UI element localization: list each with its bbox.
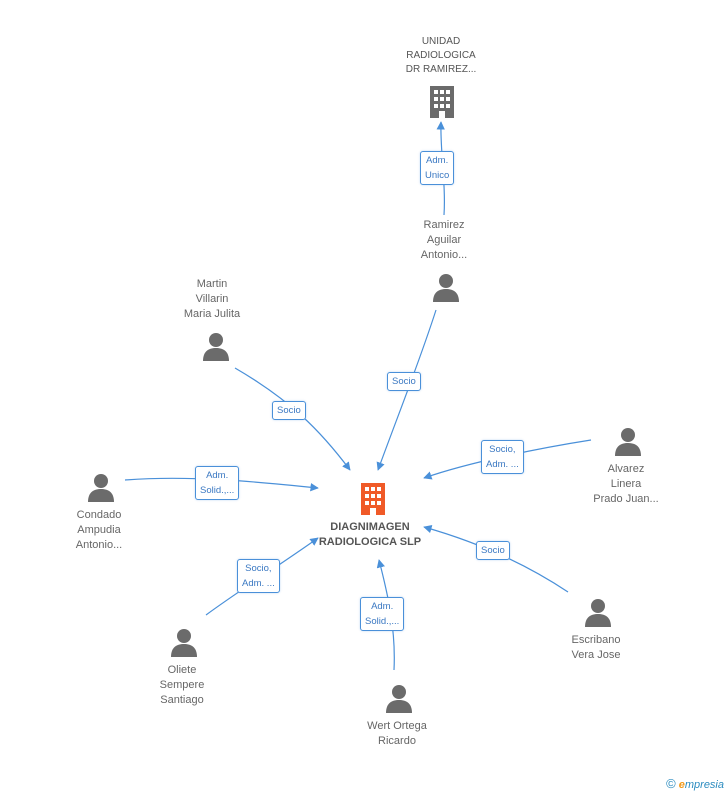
brand-name: mpresia <box>684 779 724 791</box>
edge-label-wert-main[interactable]: Adm. Solid.,... <box>360 597 405 631</box>
building-icon[interactable] <box>428 84 456 120</box>
edge-label-martin-main[interactable]: Socio <box>272 401 306 420</box>
person-martin-label[interactable]: Martin Villarin Maria Julita <box>183 278 241 320</box>
person-wert-icon[interactable] <box>384 683 414 713</box>
brand-e: e <box>678 779 685 791</box>
main-company-label[interactable]: DIAGNIMAGEN RADIOLOGICA SLP <box>318 521 422 548</box>
person-condado-icon[interactable] <box>86 472 116 502</box>
person-alvarez-label[interactable]: Alvarez Linera Prado Juan... <box>593 463 659 505</box>
person-ramirez-label[interactable]: Ramirez Aguilar Antonio... <box>420 219 468 261</box>
edge-label-condado-main[interactable]: Adm. Solid.,... <box>195 466 240 500</box>
person-oliete-label[interactable]: Oliete Sempere Santiago <box>159 664 205 706</box>
edge-label-ramirez-unidad[interactable]: Adm. Unico <box>420 151 455 185</box>
person-ramirez-icon[interactable] <box>431 272 461 302</box>
person-wert-label[interactable]: Wert Ortega Ricardo <box>367 720 427 747</box>
person-alvarez-icon[interactable] <box>613 426 643 456</box>
person-condado-label[interactable]: Condado Ampudia Antonio... <box>75 509 123 551</box>
person-escribano-label[interactable]: Escribano Vera Jose <box>571 634 621 661</box>
edge-label-alvarez-main[interactable]: Socio, Adm. ... <box>481 440 524 474</box>
edge-label-escribano-main[interactable]: Socio <box>476 541 510 560</box>
empresia-logo[interactable]: ©empresia <box>666 776 724 791</box>
company-unidad-label: UNIDAD RADIOLOGICA DR RAMIREZ... <box>405 36 477 75</box>
person-oliete-icon[interactable] <box>169 627 199 657</box>
copyright-icon: © <box>666 776 676 791</box>
edge-label-ramirez-main[interactable]: Socio <box>387 372 421 391</box>
main-building-icon[interactable] <box>359 481 387 517</box>
person-martin-icon[interactable] <box>201 331 231 361</box>
person-escribano-icon[interactable] <box>583 597 613 627</box>
edge-label-oliete-main[interactable]: Socio, Adm. ... <box>237 559 280 593</box>
